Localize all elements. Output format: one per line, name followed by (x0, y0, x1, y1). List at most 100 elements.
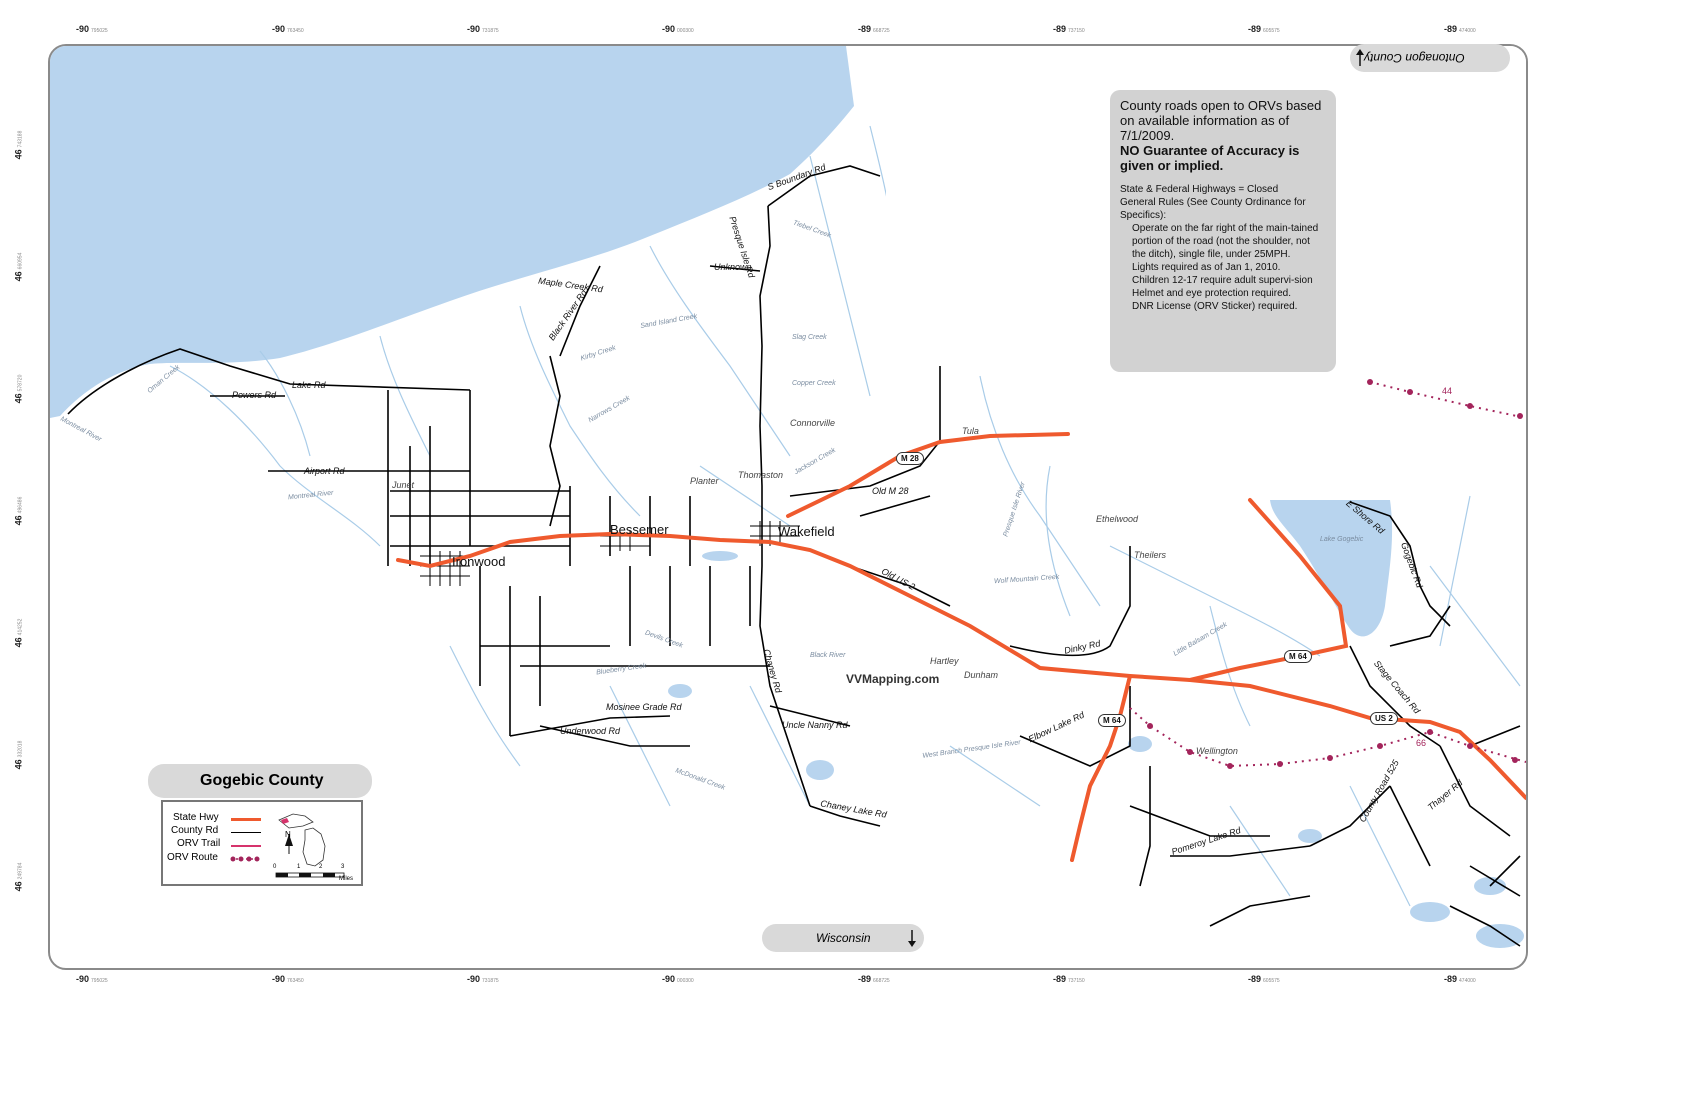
river (1229, 805, 1291, 897)
road-label-lake: Lake Rd (292, 380, 326, 390)
place-dunham: Dunham (964, 670, 999, 680)
orv-route-dot (1377, 743, 1383, 749)
place-connorville: Connorville (790, 418, 836, 428)
county-road (67, 348, 471, 415)
river (979, 375, 1101, 607)
county-road (559, 265, 601, 357)
orv-route-dot (1277, 761, 1283, 767)
county-road (1209, 895, 1311, 927)
county-road (709, 265, 761, 272)
county-road (1129, 805, 1270, 837)
river (379, 335, 431, 457)
south-neighbor-tab[interactable]: Wisconsin (762, 924, 924, 952)
shield-us2: US 2 (1370, 712, 1398, 725)
lat-label-6: 46332018 (13, 740, 24, 770)
legend-label-orv-route: ORV Route (167, 852, 218, 863)
town-wakefield: Wakefield (778, 524, 835, 539)
small-lake (702, 551, 738, 561)
shield-m64-south: M 64 (1098, 714, 1126, 727)
place-planter: Planter (690, 476, 719, 486)
state-hwy-m64 (1188, 498, 1349, 682)
road-label-mosinee: Mosinee Grade Rd (606, 702, 682, 712)
info-heading: County roads open to ORVs based on avail… (1120, 98, 1322, 143)
legend-swatch-orv-trail (231, 845, 261, 847)
legend-swatch-state-hwy (231, 818, 261, 821)
lat-label-7: 46249784 (13, 862, 24, 892)
county-road (1309, 785, 1391, 847)
rule-item: State & Federal Highways = Closed (1120, 184, 1279, 195)
small-lake (1298, 829, 1322, 843)
town-ironwood: Ironwood (452, 554, 506, 569)
lat-label-4: 46496486 (13, 496, 24, 526)
place-theilers: Theilers (1134, 550, 1167, 560)
county-title: Gogebic County (200, 772, 324, 789)
place-thomaston: Thomaston (738, 470, 784, 480)
place-hartley: Hartley (930, 656, 959, 666)
county-title-tab: Gogebic County (148, 764, 372, 798)
county-road (509, 715, 671, 737)
river (949, 745, 1041, 807)
arrow-down-icon (908, 930, 916, 947)
county-road (1019, 686, 1131, 767)
lake-label-gogebic: Lake Gogebic (1320, 536, 1364, 543)
scale-tick-2: 2 (319, 864, 323, 870)
river (699, 465, 791, 527)
legend-swatch-county-rd (231, 832, 261, 833)
county-road (859, 495, 931, 517)
legend-swatch-orv-route (230, 856, 261, 862)
county-road (759, 205, 771, 566)
county-road (1349, 501, 1421, 587)
orv-route-dot (1512, 757, 1518, 763)
orv-route-dot (1427, 729, 1433, 735)
county-road (1389, 605, 1451, 647)
orv-route-number-66: 66 (1416, 738, 1427, 748)
scale-unit: Miles (339, 876, 354, 882)
scale-tick-3: 3 (341, 864, 345, 870)
river (749, 685, 811, 807)
road-label-airport: Airport Rd (304, 466, 345, 476)
scale-bar (275, 872, 345, 878)
road-label-powers: Powers Rd (232, 390, 277, 400)
orv-route-dot (1227, 763, 1233, 769)
county-road (1170, 845, 1311, 857)
river (1439, 495, 1471, 647)
river (449, 645, 521, 767)
county-road (1009, 546, 1131, 657)
north-neighbor-tab[interactable]: Ontonagon County (1350, 44, 1510, 72)
road-label-uncle-nanny: Uncle Nanny Rd (782, 720, 848, 730)
small-lake (1128, 736, 1152, 752)
legend-label-state-hwy: State Hwy (173, 812, 219, 823)
north-neighbor-label: Ontonagon County (1364, 51, 1465, 65)
legend-label-county-rd: County Rd (171, 825, 219, 836)
county-road (549, 355, 561, 527)
orv-route-dot (1467, 403, 1473, 409)
county-road (1139, 766, 1151, 887)
city-grid (750, 521, 800, 546)
county-road (1449, 905, 1521, 947)
orv-route-dot (1517, 413, 1523, 419)
rule-item: Lights required as of Jan 1, 2010. (1132, 262, 1281, 273)
lat-label-5: 46414252 (13, 618, 24, 648)
river (1045, 465, 1071, 617)
legend-label-orv-trail: ORV Trail (177, 838, 221, 849)
rule-item: General Rules (See County Ordinance for … (1120, 197, 1306, 221)
lat-label-1: 46743188 (13, 130, 24, 160)
orv-route-number-44: 44 (1442, 386, 1453, 396)
river (259, 350, 311, 457)
county-road (1469, 725, 1521, 747)
south-neighbor-label: Wisconsin (816, 931, 871, 945)
info-warning: NO Guarantee of Accuracy is given or imp… (1120, 143, 1300, 173)
road-label-underwood: Underwood Rd (560, 726, 621, 736)
place-junet: Junet (392, 480, 415, 490)
county-road (759, 565, 811, 807)
